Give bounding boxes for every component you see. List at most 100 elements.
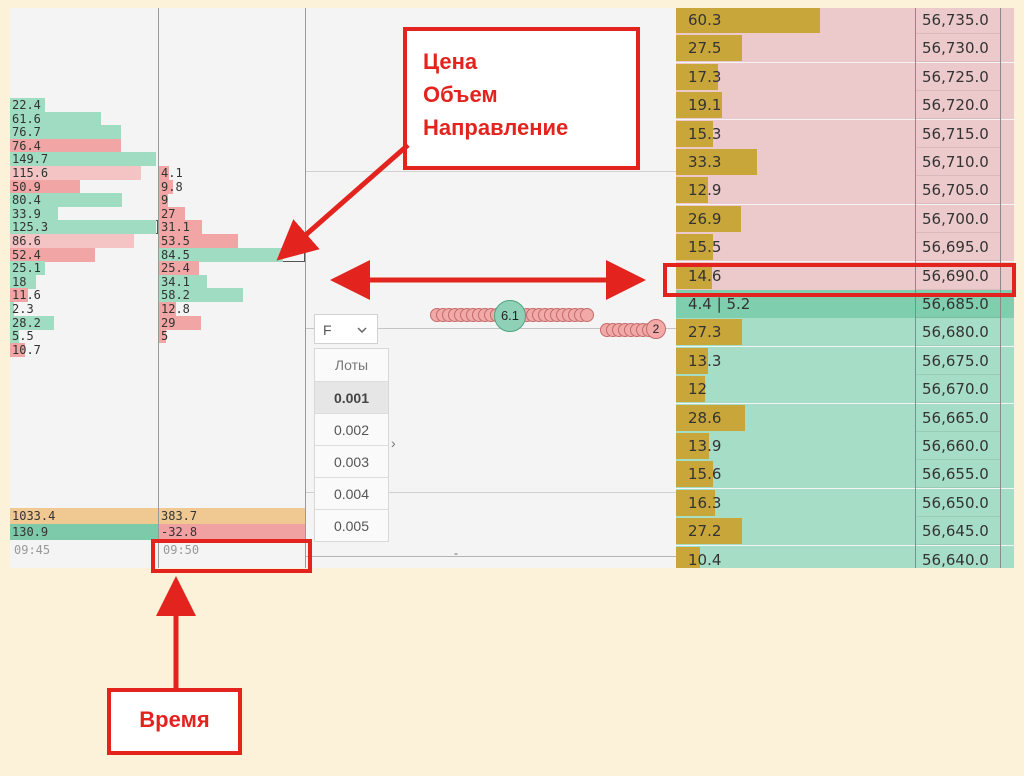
lots-option[interactable]: 0.001: [315, 381, 388, 414]
cluster-cell-value: 9.8: [161, 179, 183, 194]
lots-option[interactable]: 0.003: [315, 445, 388, 478]
cluster-cell[interactable]: 11.6: [10, 288, 158, 303]
cluster-cell[interactable]: [159, 152, 305, 166]
lots-option[interactable]: 0.005: [315, 509, 388, 542]
cluster-cell[interactable]: 29: [159, 315, 305, 330]
cluster-cell[interactable]: [159, 112, 305, 126]
order-book-price: 56,650.0: [922, 493, 989, 512]
cluster-cell[interactable]: 5.5: [10, 329, 158, 344]
cluster-cell[interactable]: 5: [159, 329, 305, 344]
cluster-cell[interactable]: 25.1: [10, 261, 158, 276]
cluster-cell[interactable]: 10.7: [10, 342, 158, 357]
cluster-cell[interactable]: 22.4: [10, 98, 158, 112]
cluster-cell[interactable]: 18: [10, 274, 158, 289]
cluster-cell[interactable]: 25.4: [159, 261, 305, 276]
order-book-bid-level[interactable]: 16.3 56,650.0: [676, 488, 1014, 517]
lots-expand-button[interactable]: ›: [391, 435, 401, 451]
cluster-volume-bar: [10, 193, 122, 208]
cluster-cell[interactable]: 28.2: [10, 315, 158, 330]
cluster-cell[interactable]: 4.1: [159, 166, 305, 180]
order-book-volume: 16.3: [688, 493, 722, 512]
order-book-price-cell: 56,730.0: [916, 34, 1000, 63]
order-book-price: 56,730.0: [922, 39, 989, 58]
cluster-cell[interactable]: [159, 125, 305, 139]
order-book-volume-bar: [676, 149, 757, 175]
cluster-volume-bar: [159, 288, 243, 303]
cluster-cell[interactable]: 125.3: [10, 220, 158, 235]
cluster-cell-value: 34.1: [161, 274, 190, 289]
cluster-cell[interactable]: 33.9: [10, 206, 158, 221]
filter-dropdown[interactable]: F: [314, 314, 378, 344]
cluster-cell[interactable]: 9: [159, 193, 305, 208]
trade-bubble[interactable]: [580, 308, 594, 322]
order-book-price-cell: 56,700.0: [916, 205, 1000, 233]
cluster-volume-bar: [10, 288, 28, 303]
cluster-cell[interactable]: 2.3: [10, 302, 158, 316]
cluster-cell[interactable]: 84.5: [159, 247, 305, 262]
cluster-cell[interactable]: 76.7: [10, 125, 158, 140]
trade-bubble-large[interactable]: 6.1: [494, 300, 526, 332]
order-book-volume-bar: [676, 518, 742, 545]
cluster-cell[interactable]: [159, 139, 305, 153]
cluster-cell[interactable]: 9.8: [159, 179, 305, 194]
annotation-highlight-selected-cluster-cell: [260, 272, 304, 294]
lots-option[interactable]: 0.004: [315, 477, 388, 510]
cluster-cell[interactable]: 34.1: [159, 274, 305, 289]
cluster-cell[interactable]: 27: [159, 206, 305, 221]
cluster-cell[interactable]: 80.4: [10, 193, 158, 208]
trade-bubble-small[interactable]: 2: [646, 319, 666, 339]
lots-header-label: Лоты: [334, 357, 369, 373]
cluster-cell[interactable]: [159, 343, 305, 357]
cluster-cell[interactable]: 86.6: [10, 234, 158, 248]
cluster-volume-bar: [10, 206, 58, 221]
lots-option[interactable]: 0.002: [315, 413, 388, 446]
order-book-price-cell: 56,645.0: [916, 517, 1000, 546]
annotation-price: Цена: [423, 49, 478, 74]
cluster-volume-bar: [10, 302, 14, 316]
order-book-price: 56,675.0: [922, 351, 989, 370]
cluster-cell-value: 5.5: [12, 329, 34, 344]
cluster-cell-value: 84.5: [161, 247, 190, 262]
order-book-volume-bar: [676, 404, 745, 431]
order-book-price-cell: 56,675.0: [916, 347, 1000, 375]
cluster-cell[interactable]: [159, 98, 305, 112]
cluster-cell[interactable]: 53.5: [159, 234, 305, 248]
cluster-cell[interactable]: 58.2: [159, 288, 305, 303]
cluster-cell[interactable]: 149.7: [10, 152, 158, 167]
cluster-cell[interactable]: 50.9: [10, 179, 158, 194]
order-book-price-cell: 56,695.0: [916, 233, 1000, 262]
order-book-volume: 15.3: [688, 124, 722, 143]
order-book-ask-level[interactable]: 15.3 56,715.0: [676, 119, 1014, 148]
order-book-volume: 27.3: [688, 323, 722, 342]
cluster-cell[interactable]: 61.6: [10, 111, 158, 126]
cluster-volume-bar: [10, 220, 156, 235]
cluster-cell-value: 5: [161, 329, 169, 344]
cluster-cell[interactable]: 115.6: [10, 166, 158, 180]
order-book-volume: 15.6: [688, 465, 722, 484]
order-book-volume-bar: [676, 63, 718, 90]
cluster-cell[interactable]: 52.4: [10, 247, 158, 262]
order-book-price-cell: 56,715.0: [916, 120, 1000, 148]
order-book-price: 56,690.0: [922, 266, 989, 285]
cluster-cell[interactable]: 76.4: [10, 138, 158, 153]
order-book-price-cell: 56,735.0: [916, 8, 1000, 34]
cluster-cell[interactable]: 12.8: [159, 302, 305, 316]
cluster-volume-bar: [10, 98, 45, 112]
cluster-cell[interactable]: 31.1: [159, 220, 305, 235]
